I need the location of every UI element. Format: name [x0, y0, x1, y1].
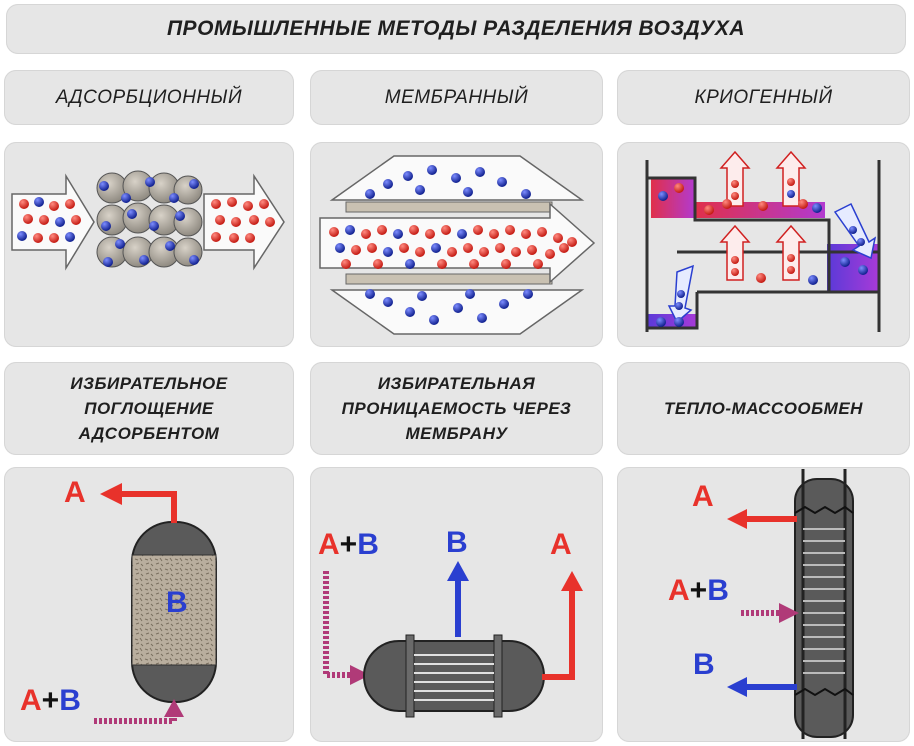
cryogenic-illustration	[645, 150, 881, 332]
column-top-outlet-arrowhead	[727, 509, 747, 529]
feed-molecules	[329, 225, 577, 269]
distillation-column	[794, 469, 854, 739]
column-bottom-outlet-arrowhead	[727, 677, 747, 697]
column-feed-a: A	[668, 574, 690, 607]
membrane-permeate-arrowhead	[447, 561, 469, 581]
adsorber-feed-label: A+B	[20, 686, 81, 716]
column-feed-label: A+B	[668, 576, 729, 606]
membrane-feed-pipe	[323, 571, 352, 678]
description-panel-cryogenic	[617, 362, 910, 455]
description-panel-membrane	[310, 362, 603, 455]
description-adsorption: ИЗБИРАТЕЛЬНОЕ ПОГЛОЩЕНИЕ АДСОРБЕНТОМ	[4, 362, 294, 455]
membrane-feed-plus: +	[339, 528, 358, 561]
description-adsorption-line-2: ПОГЛОЩЕНИЕ	[84, 399, 214, 418]
adsorber-feed-plus: +	[41, 684, 60, 717]
description-membrane-line-2: ПРОНИЦАЕМОСТЬ ЧЕРЕЗ	[341, 399, 572, 418]
adsorber-inlet-arrowhead	[164, 699, 184, 717]
method-label-adsorption: АДСОРБЦИОННЫЙ	[55, 86, 243, 108]
method-panel-adsorption	[4, 70, 294, 125]
permeate-molecules	[365, 165, 533, 325]
description-panel-adsorption	[4, 362, 294, 455]
inlet-arrow	[11, 173, 95, 271]
membrane-module	[363, 634, 545, 718]
method-label-cryogenic: КРИОГЕННЫЙ	[694, 86, 833, 108]
adsorption-illustration	[11, 170, 285, 271]
cryogenic-molecules	[656, 178, 868, 327]
column-feed-arrowhead	[779, 603, 799, 623]
outlet-molecules	[211, 197, 275, 243]
description-membrane: ИЗБИРАТЕЛЬНАЯ ПРОНИЦАЕМОСТЬ ЧЕРЕЗ МЕМБРА…	[310, 362, 603, 455]
description-membrane-line-1: ИЗБИРАТЕЛЬНАЯ	[377, 374, 536, 393]
description-adsorption-line-1: ИЗБИРАТЕЛЬНОЕ	[70, 374, 228, 393]
membrane-schematic	[323, 561, 583, 718]
method-panel-cryogenic	[617, 70, 910, 125]
membrane-retentate-pipe	[542, 589, 575, 680]
adsorber-outlet-arrowhead	[100, 483, 122, 505]
page-title: ПРОМЫШЛЕННЫЕ МЕТОДЫ РАЗДЕЛЕНИЯ ВОЗДУХА	[166, 17, 746, 40]
column-bottom-label-b: B	[693, 648, 715, 681]
adsorber-schematic	[94, 483, 217, 724]
description-adsorption-line-3: АДСОРБЕНТОМ	[78, 424, 220, 443]
adsorbent-granules	[96, 170, 203, 268]
column-top-label-a: A	[692, 480, 714, 513]
adsorber-outlet-label-a: A	[64, 476, 86, 509]
membrane-feed-arrowhead	[350, 665, 370, 685]
description-cryogenic: ТЕПЛО-МАССООБМЕН	[617, 362, 910, 455]
membrane-permeate-label-b: B	[446, 526, 468, 559]
membrane-feed-b: B	[357, 528, 379, 561]
title-panel	[6, 4, 906, 54]
adsorber-bed-label-b: B	[166, 586, 188, 619]
column-feed-plus: +	[689, 574, 708, 607]
membrane-feed-label: A+B	[318, 530, 379, 560]
vapor-arrows	[719, 150, 807, 281]
adsorber-outlet-pipe	[120, 491, 177, 523]
column-trays	[645, 160, 881, 332]
membrane-retentate-label-a: A	[550, 528, 572, 561]
description-cryogenic-line-1: ТЕПЛО-МАССООБМЕН	[664, 399, 863, 418]
column-schematic-panel	[617, 467, 910, 742]
inlet-molecules	[17, 197, 81, 243]
adsorber-inlet-pipe	[94, 715, 177, 724]
adsorber-feed-a: A	[20, 684, 42, 717]
feed-arrow	[319, 202, 596, 284]
adsorber-vessel	[131, 521, 217, 703]
description-membrane-line-3: МЕМБРАНУ	[405, 424, 508, 443]
membrane-retentate-arrowhead	[561, 571, 583, 591]
method-label-membrane: МЕМБРАННЫЙ	[384, 86, 529, 108]
membrane-feed-a: A	[318, 528, 340, 561]
membrane-illustration	[319, 155, 596, 335]
method-panel-membrane	[310, 70, 603, 125]
adsorber-feed-b: B	[59, 684, 81, 717]
column-feed-b: B	[707, 574, 729, 607]
column-schematic	[727, 469, 854, 739]
